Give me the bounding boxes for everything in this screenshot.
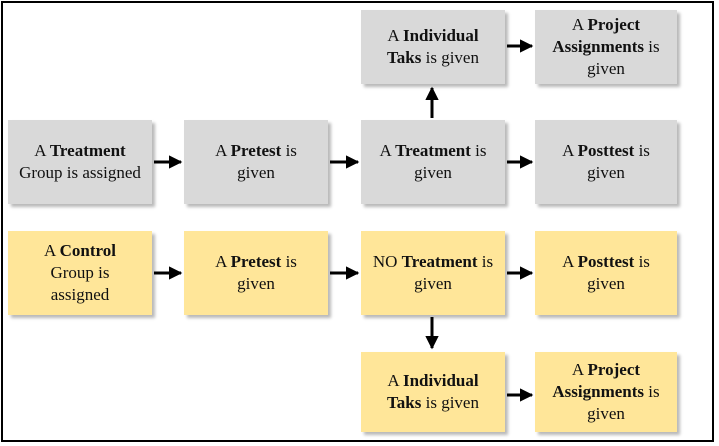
posttest-box-treatment: A Posttest is given bbox=[535, 120, 677, 204]
project-assignments-box-top: A Project Assignments is given bbox=[535, 10, 677, 84]
control-group-box: A Control Group is assigned bbox=[8, 231, 152, 315]
individual-task-box-bottom: A Individual Taks is given bbox=[361, 352, 505, 432]
posttest-box-control: A Posttest is given bbox=[535, 231, 677, 315]
treatment-group-box: A Treatment Group is assigned bbox=[8, 120, 152, 204]
project-assignments-box-bottom: A Project Assignments is given bbox=[535, 352, 677, 432]
no-treatment-box: NO Treatment is given bbox=[361, 231, 505, 315]
treatment-box: A Treatment is given bbox=[361, 120, 505, 204]
pretest-box-control: A Pretest is given bbox=[184, 231, 328, 315]
pretest-box-treatment: A Pretest is given bbox=[184, 120, 328, 204]
individual-task-box-top: A Individual Taks is given bbox=[361, 10, 505, 84]
